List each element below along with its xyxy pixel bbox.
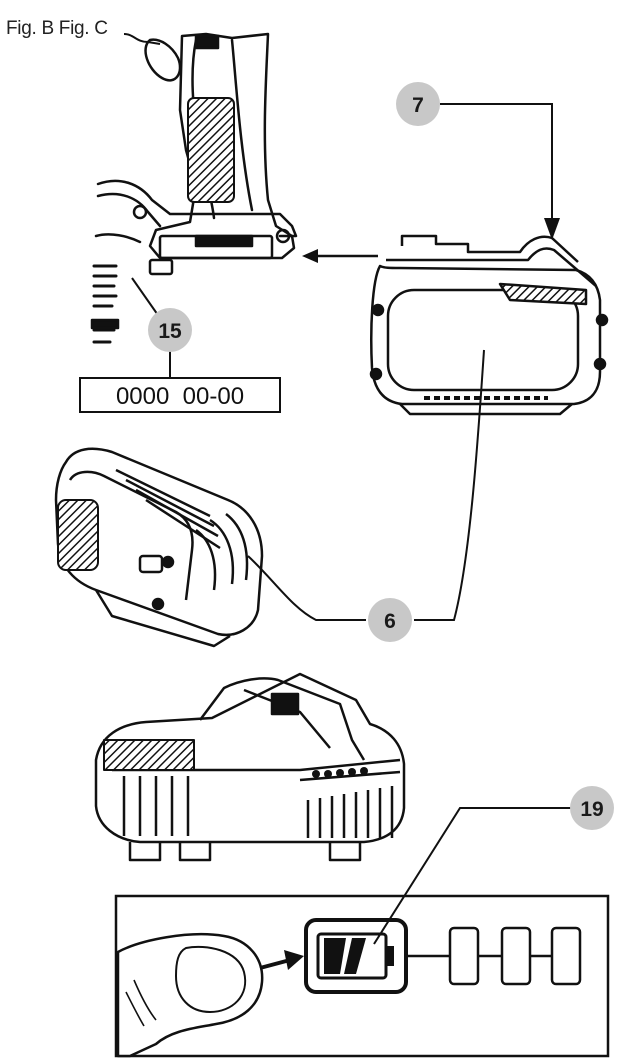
callout-6-leaders — [247, 349, 485, 621]
callout-15-label: 15 — [158, 320, 182, 343]
fuel-gauge-panel — [114, 894, 610, 1058]
callout-6: 6 — [368, 598, 412, 642]
battery-pack-angled-drawing — [54, 447, 264, 648]
date-code-text: 0000 00-00 — [116, 383, 244, 410]
callout-19-label: 19 — [580, 798, 603, 821]
callout-19: 19 — [373, 786, 614, 945]
figure-caption: Fig. B Fig. C — [6, 18, 108, 39]
charger-drawing — [94, 672, 406, 862]
battery-gauge-icon — [304, 918, 408, 994]
date-code-box: 0000 00-00 — [79, 377, 281, 413]
led-indicators — [406, 926, 582, 986]
finger-icon — [116, 932, 264, 1058]
callout-6-label: 6 — [384, 610, 396, 633]
insert-arrow — [302, 249, 378, 263]
callout-7: 7 — [396, 82, 440, 126]
drill-handle-drawing — [90, 32, 298, 344]
battery-pack-drawing — [369, 234, 609, 416]
leader-fig-c — [123, 33, 161, 45]
callout-7-leader — [440, 103, 560, 240]
callout-15: 15 — [131, 277, 192, 378]
callout-7-label: 7 — [412, 94, 424, 117]
